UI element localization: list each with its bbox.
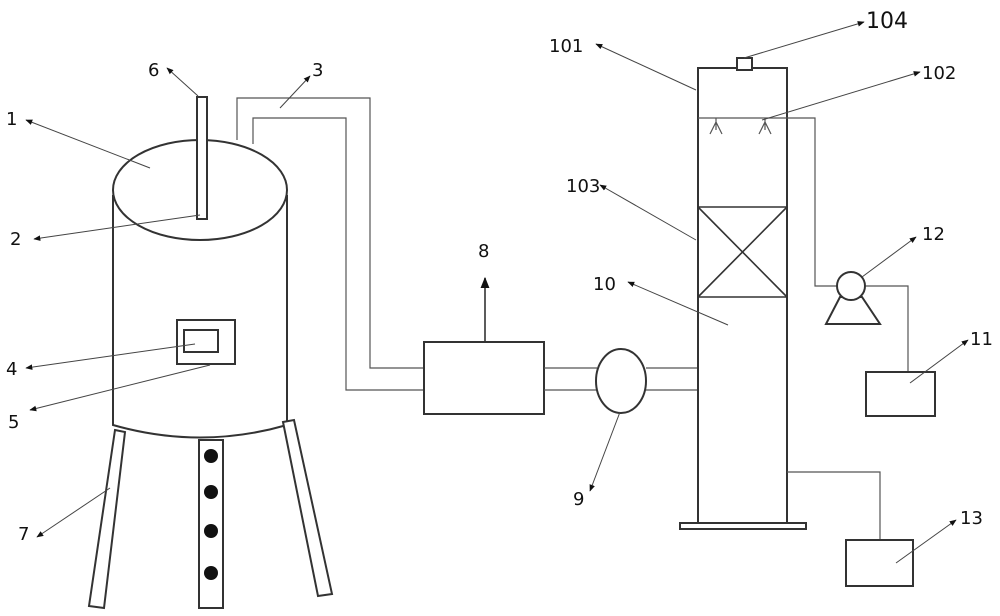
pipe-to-fan [544, 367, 698, 391]
label-9: 9 [573, 489, 584, 510]
right-leg [281, 418, 334, 598]
label-10: 10 [593, 274, 616, 295]
label-102: 102 [922, 63, 956, 84]
pump-12 [824, 271, 882, 325]
post-dot [204, 449, 218, 463]
label-1: 1 [6, 109, 17, 130]
post-dot [204, 566, 218, 580]
pipe-3 [236, 97, 424, 391]
label-101: 101 [549, 36, 583, 57]
top-outlet-104 [736, 57, 753, 71]
control-box-inner [183, 329, 219, 353]
label-6: 6 [148, 60, 159, 81]
label-13: 13 [960, 508, 983, 529]
drain-line [787, 471, 881, 540]
tower-base [679, 522, 807, 530]
unit-8 [423, 341, 545, 415]
post-dot [204, 524, 218, 538]
left-leg [87, 428, 127, 610]
tank-11 [865, 371, 936, 417]
label-7: 7 [18, 524, 29, 545]
packing-103 [697, 206, 788, 298]
label-103: 103 [566, 176, 600, 197]
spray-line [787, 117, 909, 372]
tower [679, 57, 807, 530]
tank-shell [112, 195, 288, 439]
tank-13 [845, 539, 914, 587]
label-12: 12 [922, 224, 945, 245]
labels: 1 2 3 4 5 6 7 8 9 10 11 12 13 101 102 10… [6, 9, 993, 545]
label-11: 11 [970, 329, 993, 350]
spray-nozzles-102 [698, 117, 787, 135]
tank [112, 96, 288, 439]
label-8: 8 [478, 241, 489, 262]
inlet-pipe-6 [196, 96, 208, 220]
label-3: 3 [312, 60, 323, 81]
tank-legs [87, 418, 334, 610]
label-104: 104 [866, 9, 908, 34]
label-4: 4 [6, 359, 17, 380]
label-2: 2 [10, 229, 21, 250]
label-5: 5 [8, 412, 19, 433]
post-dot [204, 485, 218, 499]
leader-lines [25, 21, 969, 564]
fan-9 [595, 348, 647, 414]
